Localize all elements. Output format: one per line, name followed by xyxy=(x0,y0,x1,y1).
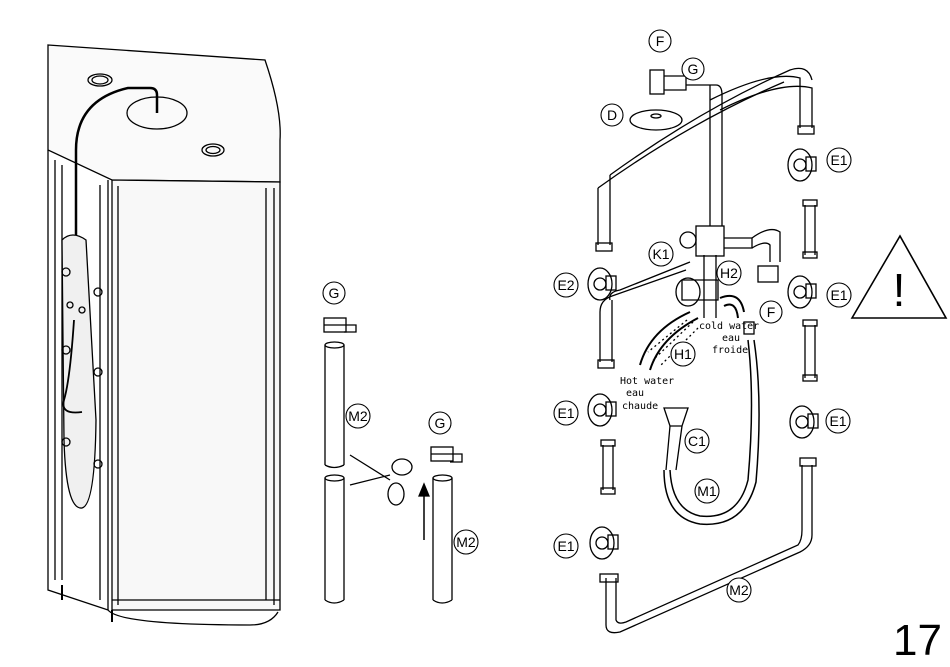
nozzle-e2 xyxy=(588,268,616,300)
nozzle-e1-5 xyxy=(590,527,618,559)
label-c1: C1 xyxy=(688,433,706,449)
shower-cabin-drawing xyxy=(48,45,280,625)
nozzle-e1-2 xyxy=(788,276,816,308)
cold-water-note-2: eau xyxy=(722,333,740,344)
label-f-1: F xyxy=(656,33,665,49)
label-d: D xyxy=(607,107,617,123)
nozzle-e1-4 xyxy=(790,406,818,438)
label-m2-1: M2 xyxy=(348,408,368,424)
label-h1: H1 xyxy=(674,346,692,362)
label-e1-3: E1 xyxy=(557,405,574,421)
water-notes: cold water eau froide Hot water eau chau… xyxy=(620,321,759,412)
pipe-cutting-drawing xyxy=(324,318,462,603)
exploded-plumbing-drawing xyxy=(588,68,818,632)
label-e2: E2 xyxy=(557,277,574,293)
label-m2-3: M2 xyxy=(729,582,749,598)
label-m2-2: M2 xyxy=(456,534,476,550)
callout-labels: G M2 G M2 F G D E1 K1 H2 E2 E1 F H1 E1 E… xyxy=(323,30,851,602)
cold-water-note-1: cold water xyxy=(699,321,759,332)
hot-water-note-2: eau xyxy=(626,388,644,399)
label-g-1: G xyxy=(329,285,340,301)
hot-water-note-1: Hot water xyxy=(620,376,674,387)
page-number: 17 xyxy=(893,616,942,665)
label-m1: M1 xyxy=(697,483,717,499)
label-e1-1: E1 xyxy=(830,152,847,168)
warning-icon: ! xyxy=(893,264,906,316)
label-g-2: G xyxy=(435,415,446,431)
nozzle-e1-3 xyxy=(588,394,616,426)
hot-water-note-3: chaude xyxy=(622,401,658,412)
label-g-3: G xyxy=(688,61,699,77)
label-e1-2: E1 xyxy=(830,287,847,303)
label-e1-5: E1 xyxy=(557,538,574,554)
warning-triangle: ! xyxy=(852,236,946,318)
label-e1-4: E1 xyxy=(829,413,846,429)
label-h2: H2 xyxy=(720,265,738,281)
cold-water-note-3: froide xyxy=(712,345,748,356)
label-f-2: F xyxy=(767,304,776,320)
label-k1: K1 xyxy=(652,246,669,262)
nozzle-e1-1 xyxy=(788,149,816,181)
